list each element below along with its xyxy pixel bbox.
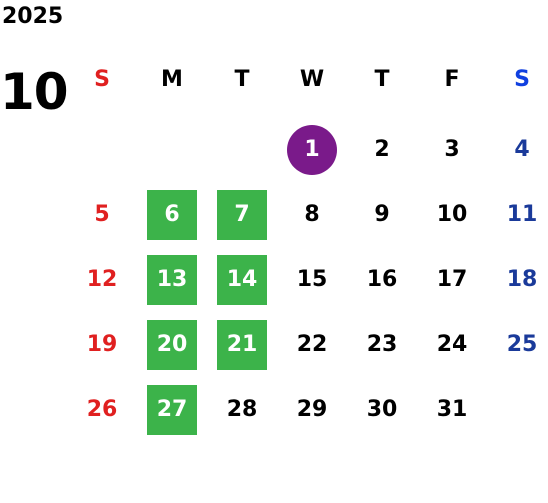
day-cell[interactable]: 18 [506, 267, 538, 292]
day-cell[interactable]: 23 [366, 332, 398, 357]
day-cell[interactable]: 3 [444, 137, 460, 162]
day-cell[interactable]: 27 [147, 385, 197, 435]
weekday-header-wed: W [299, 67, 325, 92]
day-cell[interactable]: 28 [226, 397, 258, 422]
weekday-header-sun: S [94, 67, 110, 92]
day-cell[interactable]: 10 [436, 202, 468, 227]
day-cell[interactable]: 6 [147, 190, 197, 240]
day-cell[interactable]: 9 [374, 202, 390, 227]
day-cell[interactable]: 13 [147, 255, 197, 305]
day-cell[interactable]: 31 [436, 397, 468, 422]
year-label: 2025 [2, 4, 64, 29]
weekday-header-thu: T [374, 67, 390, 92]
month-label: 10 [0, 63, 69, 121]
day-cell[interactable]: 29 [296, 397, 328, 422]
day-cell[interactable]: 5 [94, 202, 110, 227]
day-cell[interactable]: 22 [296, 332, 328, 357]
weekday-header-mon: M [161, 67, 183, 92]
day-cell[interactable]: 19 [86, 332, 118, 357]
weekday-header-sat: S [514, 67, 530, 92]
day-cell[interactable]: 4 [514, 137, 530, 162]
day-cell-today[interactable]: 1 [287, 125, 337, 175]
day-cell[interactable]: 24 [436, 332, 468, 357]
day-cell[interactable]: 2 [374, 137, 390, 162]
day-cell[interactable]: 7 [217, 190, 267, 240]
day-cell[interactable]: 14 [217, 255, 267, 305]
day-cell[interactable]: 25 [506, 332, 538, 357]
day-cell[interactable]: 26 [86, 397, 118, 422]
weekday-header-tue: T [234, 67, 250, 92]
day-cell[interactable]: 16 [366, 267, 398, 292]
day-cell[interactable]: 15 [296, 267, 328, 292]
day-cell[interactable]: 20 [147, 320, 197, 370]
day-cell[interactable]: 8 [304, 202, 320, 227]
day-cell[interactable]: 12 [86, 267, 118, 292]
day-cell[interactable]: 30 [366, 397, 398, 422]
weekday-header-fri: F [444, 67, 460, 92]
day-cell[interactable]: 11 [506, 202, 538, 227]
day-cell[interactable]: 21 [217, 320, 267, 370]
day-cell[interactable]: 17 [436, 267, 468, 292]
